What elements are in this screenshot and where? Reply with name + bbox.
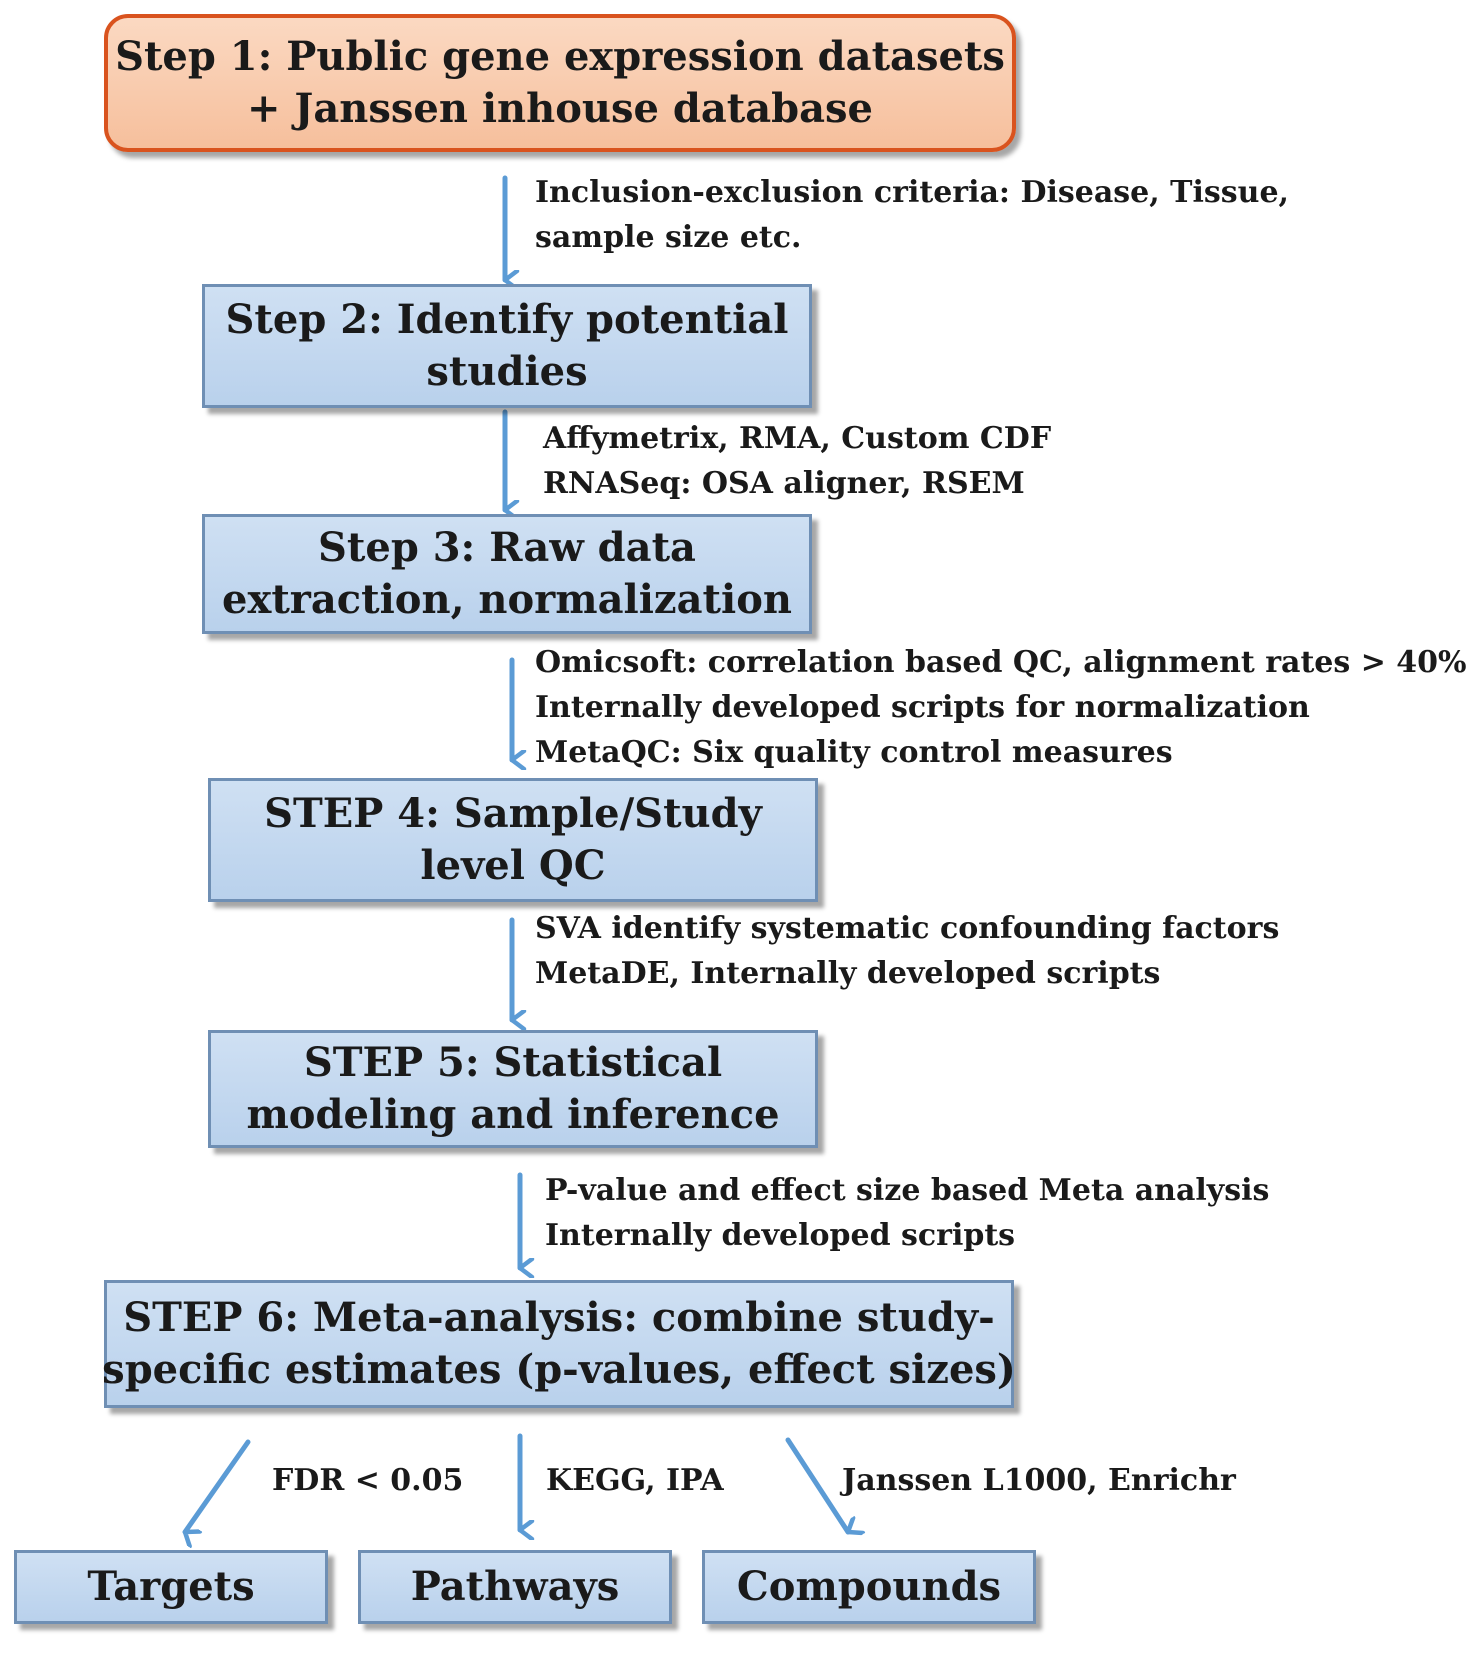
branch-label-targets: FDR < 0.05 bbox=[272, 1463, 464, 1498]
step3-box: Step 3: Raw data extraction, normalizati… bbox=[202, 514, 812, 634]
arrow-to-compounds bbox=[785, 1437, 848, 1532]
step4-line-2: level QC bbox=[420, 842, 606, 889]
output-pathways-box: Pathways bbox=[358, 1550, 672, 1624]
output-pathways-label: Pathways bbox=[410, 1563, 620, 1610]
output-compounds-box: Compounds bbox=[702, 1550, 1036, 1624]
transition-5-note: P-value and effect size based Meta analy… bbox=[545, 1173, 1270, 1253]
transition-4-note: SVA identify systematic confounding fact… bbox=[535, 911, 1280, 991]
step6-box: STEP 6: Meta-analysis: combine study- sp… bbox=[102, 1280, 1016, 1408]
output-targets-box: Targets bbox=[14, 1550, 328, 1624]
step6-line-1: STEP 6: Meta-analysis: combine study- bbox=[123, 1294, 995, 1341]
step3-line-2: extraction, normalization bbox=[222, 576, 792, 623]
transition-3-note: Omicsoft: correlation based QC, alignmen… bbox=[535, 645, 1467, 770]
step6-line-2: specific estimates (p-values, effect siz… bbox=[102, 1346, 1016, 1393]
step2-line-2: studies bbox=[426, 348, 588, 395]
step1-line-1: Step 1: Public gene expression datasets bbox=[115, 33, 1005, 80]
arrow-to-targets bbox=[182, 1439, 251, 1532]
step3-line-1: Step 3: Raw data bbox=[318, 524, 696, 571]
step1-line-2: + Janssen inhouse database bbox=[246, 85, 873, 132]
step4-line-1: STEP 4: Sample/Study bbox=[264, 790, 762, 837]
output-compounds-label: Compounds bbox=[736, 1563, 1002, 1610]
step5-line-1: STEP 5: Statistical bbox=[303, 1039, 723, 1086]
output-targets-label: Targets bbox=[87, 1563, 255, 1610]
transition-2-note: Affymetrix, RMA, Custom CDF RNASeq: OSA … bbox=[543, 421, 1052, 501]
step1-box: Step 1: Public gene expression datasets … bbox=[104, 14, 1016, 152]
step2-box: Step 2: Identify potential studies bbox=[202, 284, 812, 408]
branch-label-compounds: Janssen L1000, Enrichr bbox=[842, 1463, 1236, 1498]
step5-line-2: modeling and inference bbox=[246, 1091, 780, 1138]
branch-label-pathways: KEGG, IPA bbox=[546, 1463, 724, 1498]
transition-1-note: Inclusion-exclusion criteria: Disease, T… bbox=[535, 175, 1289, 255]
step4-box: STEP 4: Sample/Study level QC bbox=[208, 778, 818, 902]
step2-line-1: Step 2: Identify potential bbox=[225, 296, 789, 343]
step5-box: STEP 5: Statistical modeling and inferen… bbox=[208, 1030, 818, 1148]
